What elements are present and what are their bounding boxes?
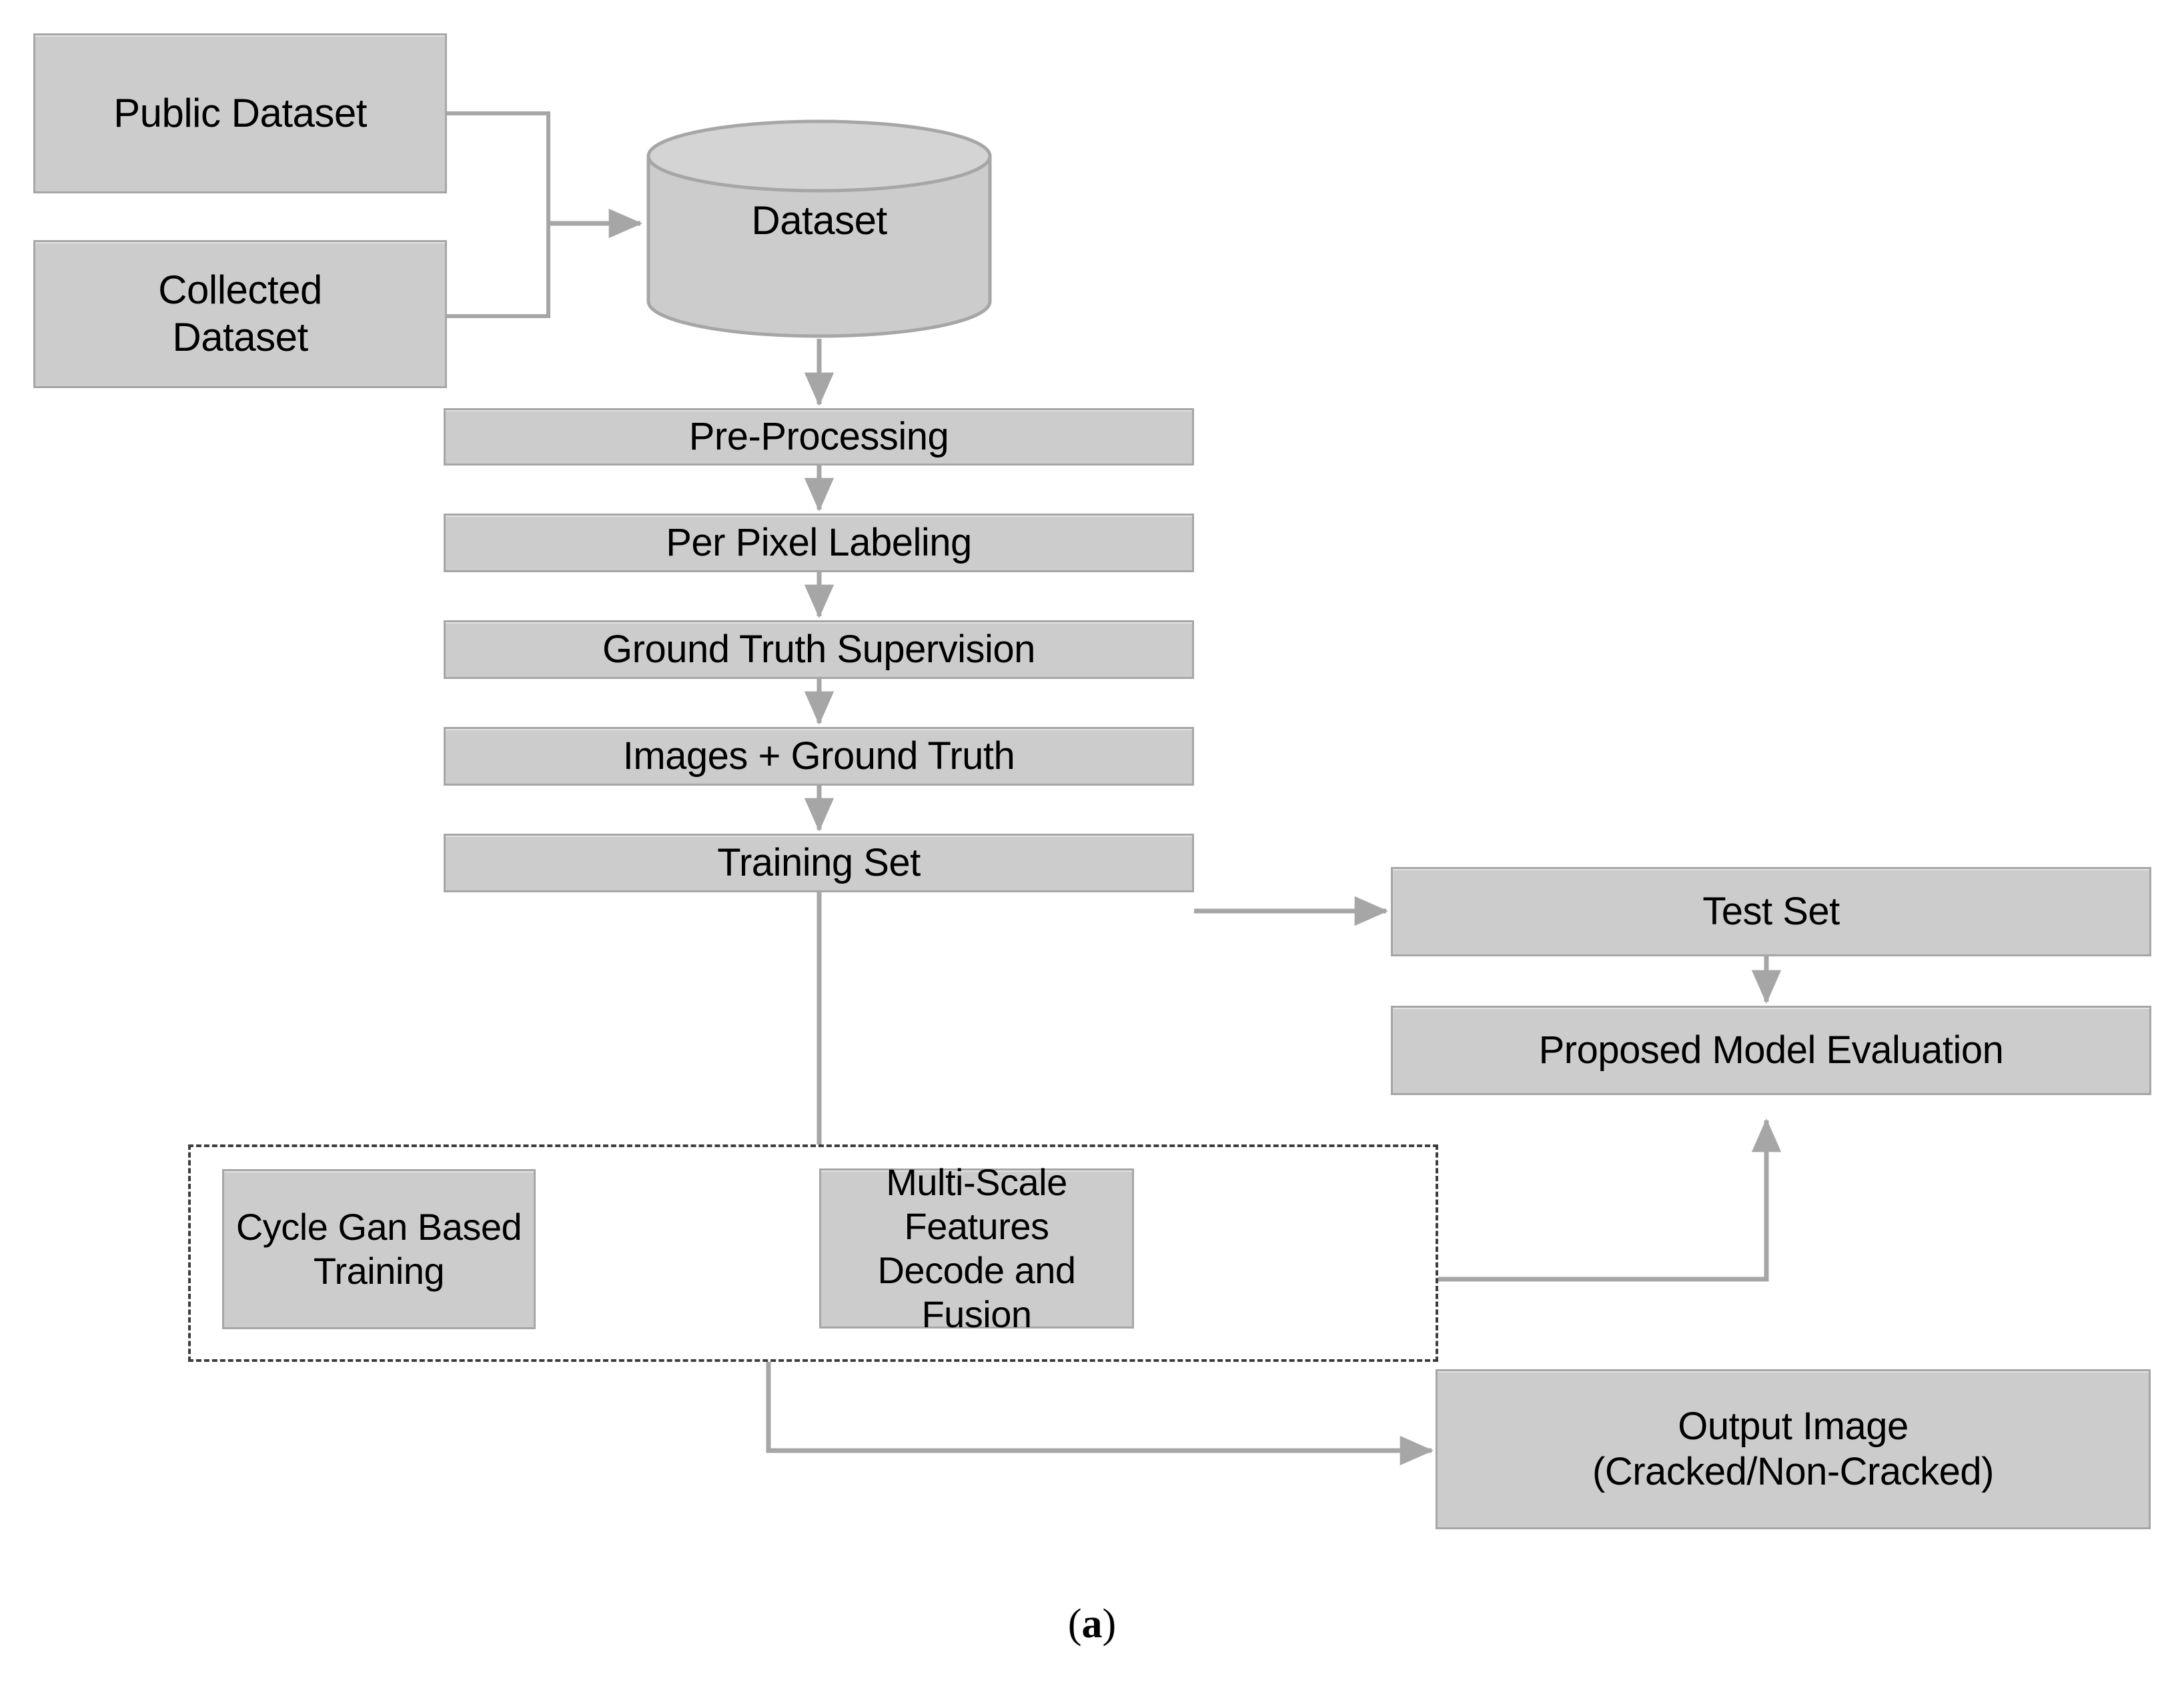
node-per-pixel-labeling[interactable]: Per Pixel Labeling — [444, 514, 1194, 572]
pre-processing-label: Pre-Processing — [688, 414, 949, 458]
caption-close-paren: ) — [1102, 1601, 1117, 1647]
node-pre-processing[interactable]: Pre-Processing — [444, 408, 1194, 466]
public-dataset-label: Public Dataset — [113, 90, 367, 135]
node-test-set[interactable]: Test Set — [1391, 867, 2151, 956]
proposed-model-evaluation-label: Proposed Model Evaluation — [1538, 1028, 2004, 1072]
caption-open-paren: ( — [1067, 1601, 1082, 1647]
node-cycle-gan-training[interactable]: Cycle Gan Based Training — [222, 1169, 536, 1329]
multi-scale-features-label: Multi-Scale Features Decode and Fusion — [877, 1160, 1076, 1336]
output-image-label: Output Image (Cracked/Non-Cracked) — [1592, 1404, 1994, 1493]
cycle-gan-training-label: Cycle Gan Based Training — [235, 1205, 522, 1292]
dataset-store-cylinder: Dataset — [646, 119, 993, 339]
images-ground-truth-label: Images + Ground Truth — [622, 734, 1015, 778]
edge-modelgroup-to-output — [766, 1362, 1434, 1466]
node-ground-truth-supervision[interactable]: Ground Truth Supervision — [444, 620, 1194, 679]
edge-modelgroup-to-evaluation — [1438, 1118, 1782, 1282]
cylinder-top-ellipse — [646, 119, 992, 193]
node-training-set[interactable]: Training Set — [444, 834, 1194, 892]
training-set-label: Training Set — [717, 840, 921, 884]
node-images-ground-truth[interactable]: Images + Ground Truth — [444, 727, 1194, 786]
node-proposed-model-evaluation[interactable]: Proposed Model Evaluation — [1391, 1006, 2151, 1095]
dataset-store-label: Dataset — [751, 198, 887, 243]
node-collected-dataset[interactable]: Collected Dataset — [33, 240, 447, 388]
node-output-image[interactable]: Output Image (Cracked/Non-Cracked) — [1436, 1369, 2151, 1529]
node-multi-scale-features[interactable]: Multi-Scale Features Decode and Fusion — [819, 1161, 1134, 1335]
edge-collected-to-merge — [447, 223, 550, 318]
caption-letter: a — [1081, 1601, 1103, 1647]
figure-caption: (a) — [959, 1601, 1225, 1648]
ground-truth-supervision-label: Ground Truth Supervision — [602, 627, 1035, 671]
per-pixel-labeling-label: Per Pixel Labeling — [666, 520, 972, 564]
collected-dataset-label: Collected Dataset — [158, 267, 322, 359]
cylinder-body — [646, 154, 992, 338]
node-public-dataset[interactable]: Public Dataset — [33, 33, 447, 193]
edge-public-to-merge — [447, 111, 550, 223]
test-set-label: Test Set — [1702, 889, 1840, 933]
model-group-container — [188, 1144, 1438, 1362]
